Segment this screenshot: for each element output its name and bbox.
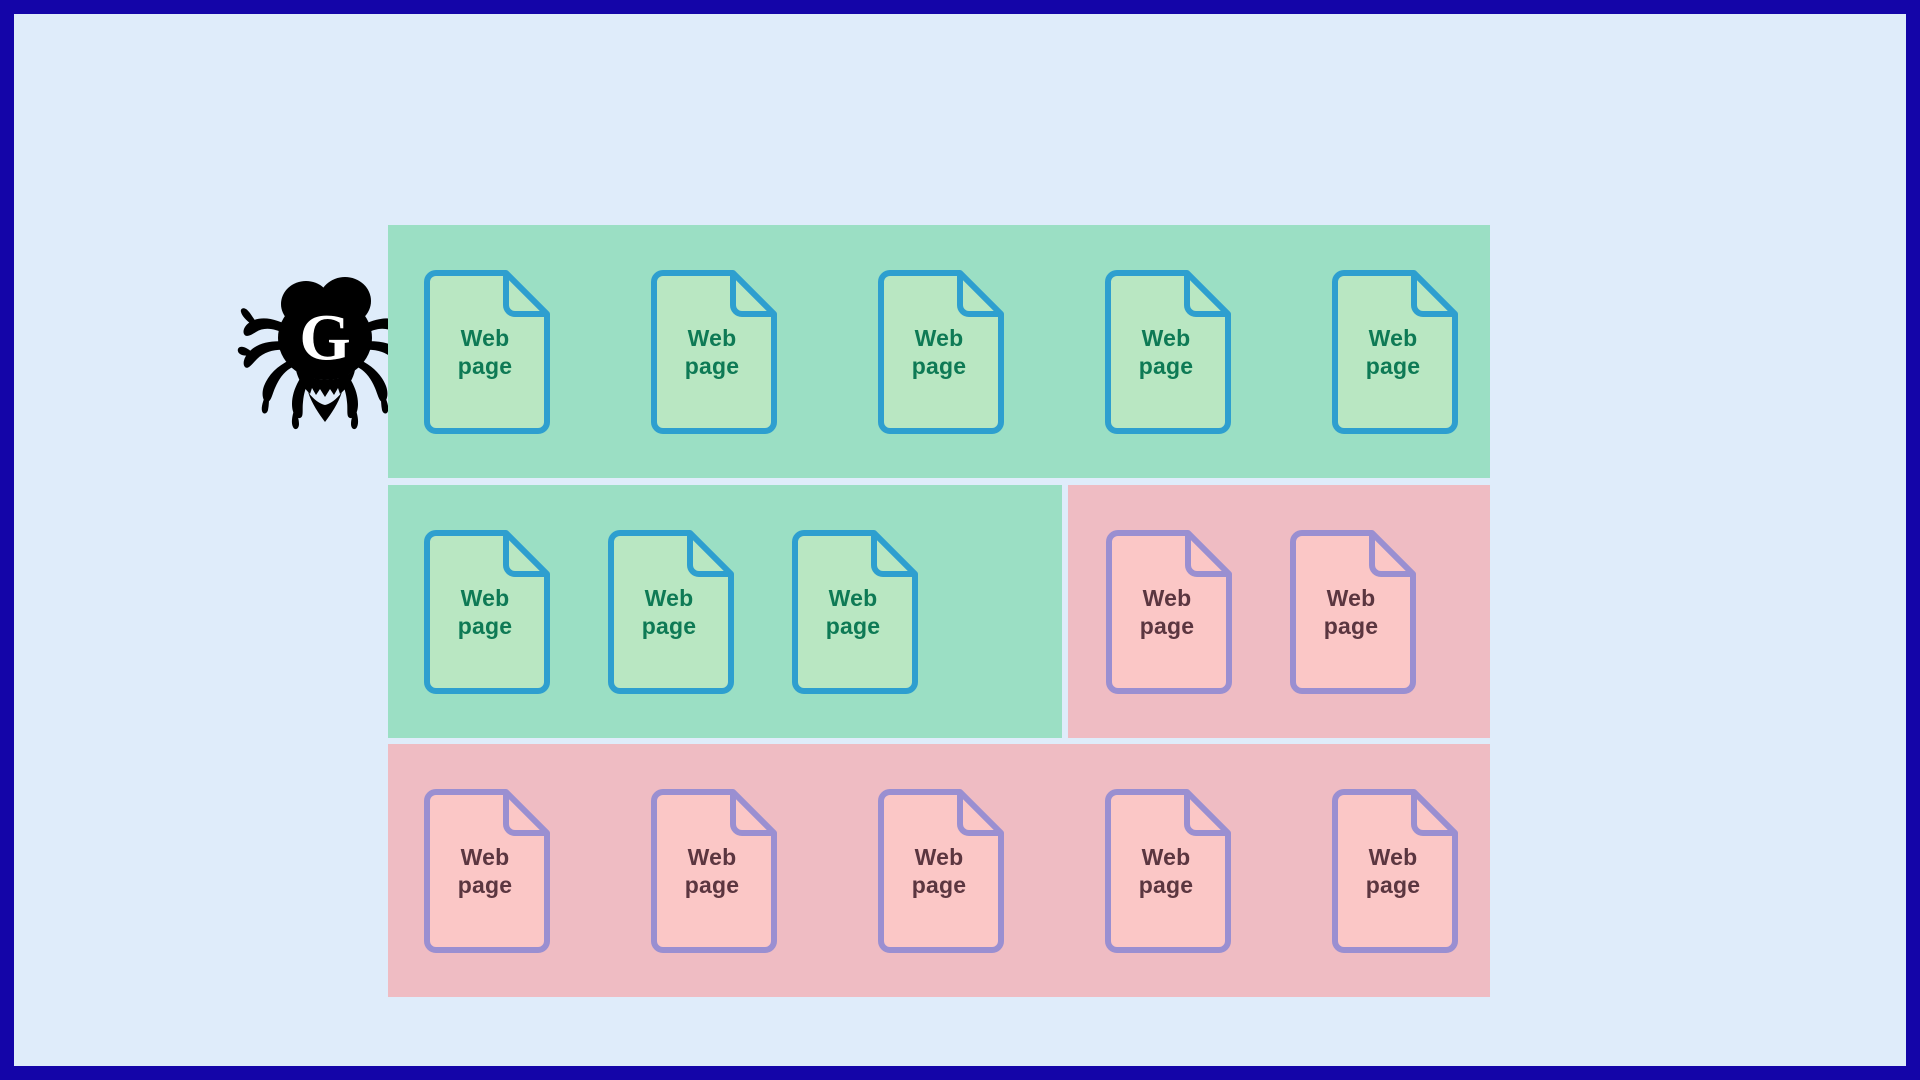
web-page-doc[interactable]: Web page bbox=[418, 528, 552, 696]
web-page-doc[interactable]: Web page bbox=[645, 268, 779, 436]
web-page-doc[interactable]: Web page bbox=[1099, 268, 1233, 436]
web-page-doc[interactable]: Web page bbox=[1326, 787, 1460, 955]
web-page-doc[interactable]: Web page bbox=[872, 787, 1006, 955]
web-page-doc[interactable]: Web page bbox=[1099, 787, 1233, 955]
web-page-doc[interactable]: Web page bbox=[1100, 528, 1234, 696]
web-page-doc[interactable]: Web page bbox=[602, 528, 736, 696]
doc-row: Web page Web page bbox=[388, 485, 1062, 738]
doc-row: Web page Web page bbox=[388, 744, 1490, 997]
crawler-letter: G bbox=[299, 302, 350, 375]
web-page-doc[interactable]: Web page bbox=[872, 268, 1006, 436]
web-page-doc[interactable]: Web page bbox=[645, 787, 779, 955]
diagram-stage: G Web page bbox=[14, 14, 1906, 1066]
web-page-doc[interactable]: Web page bbox=[418, 787, 552, 955]
panel-top-indexed: Web page Web page bbox=[388, 225, 1490, 478]
diagram-canvas: G Web page bbox=[14, 14, 1906, 1066]
web-page-doc[interactable]: Web page bbox=[418, 268, 552, 436]
doc-row: Web page Web page bbox=[388, 225, 1490, 478]
web-page-doc[interactable]: Web page bbox=[1284, 528, 1418, 696]
web-page-doc[interactable]: Web page bbox=[1326, 268, 1460, 436]
panel-middle-right-not-indexed: Web page Web page bbox=[1068, 485, 1490, 738]
web-page-doc[interactable]: Web page bbox=[786, 528, 920, 696]
panel-middle-left-indexed: Web page Web page bbox=[388, 485, 1062, 738]
panel-bottom-not-indexed: Web page Web page bbox=[388, 744, 1490, 997]
doc-row: Web page Web page bbox=[1068, 485, 1490, 738]
